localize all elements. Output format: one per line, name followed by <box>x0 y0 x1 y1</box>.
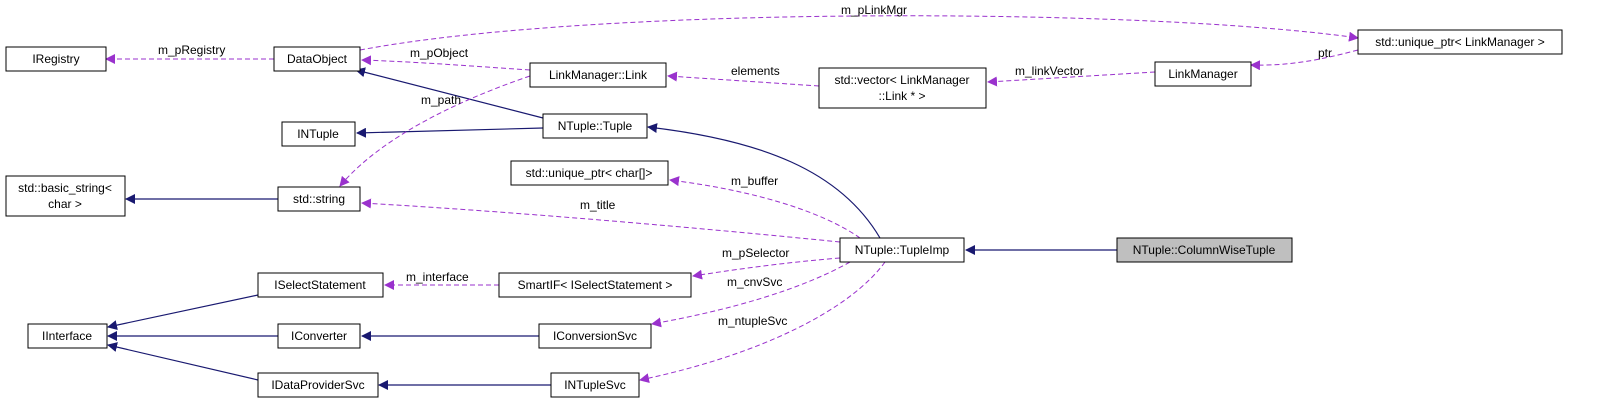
inheritance-edges <box>107 67 1117 390</box>
edge-tuple-to-intuple <box>356 127 544 138</box>
node-iselectstatement[interactable]: ISelectStatement <box>257 272 384 298</box>
node-vector-link[interactable]: std::vector< LinkManager ::Link * > <box>818 67 987 109</box>
svg-text:std::vector< LinkManager: std::vector< LinkManager <box>834 73 969 87</box>
svg-text:IRegistry: IRegistry <box>32 52 79 66</box>
edge-label-m-ntuplesvc: m_ntupleSvc <box>718 314 787 328</box>
node-ntuple-tuple[interactable]: NTuple::Tuple <box>542 113 648 139</box>
node-iregistry[interactable]: IRegistry <box>5 46 107 72</box>
edge-m-cnvsvc <box>651 261 851 328</box>
node-linkmanager[interactable]: LinkManager <box>1154 61 1252 87</box>
svg-text:std::basic_string<: std::basic_string< <box>18 181 112 195</box>
svg-text:std::unique_ptr< char[]>: std::unique_ptr< char[]> <box>526 166 653 180</box>
node-iinterface[interactable]: IInterface <box>27 323 108 349</box>
svg-text:std::string: std::string <box>293 192 345 206</box>
node-basic-string[interactable]: std::basic_string< char > <box>5 175 126 217</box>
edge-label-m-pselector: m_pSelector <box>722 246 789 260</box>
node-dataobject[interactable]: DataObject <box>273 46 361 72</box>
node-std-string[interactable]: std::string <box>277 186 361 212</box>
node-unique-ptr-char[interactable]: std::unique_ptr< char[]> <box>510 160 669 186</box>
svg-text:IConversionSvc: IConversionSvc <box>553 329 637 343</box>
edge-label-m-title: m_title <box>580 198 616 212</box>
svg-text:SmartIF< ISelectStatement >: SmartIF< ISelectStatement > <box>518 278 673 292</box>
edge-iselect-to-iinterface <box>107 294 259 331</box>
edge-tupleimp-to-tuple <box>647 123 881 239</box>
svg-text:INTuple: INTuple <box>297 127 339 141</box>
svg-text:IConverter: IConverter <box>291 329 347 343</box>
svg-text:NTuple::Tuple: NTuple::Tuple <box>558 119 633 133</box>
svg-text:std::unique_ptr< LinkManager >: std::unique_ptr< LinkManager > <box>1375 35 1544 49</box>
node-iconversionsvc[interactable]: IConversionSvc <box>538 323 652 349</box>
svg-text:ISelectStatement: ISelectStatement <box>274 278 366 292</box>
edge-label-m-interface: m_interface <box>406 270 469 284</box>
node-unique-ptr-linkmanager[interactable]: std::unique_ptr< LinkManager > <box>1357 29 1563 55</box>
edge-label-ptr: ptr <box>1318 46 1332 60</box>
edge-label-m-pobject: m_pObject <box>410 46 469 60</box>
edge-label-m-buffer: m_buffer <box>731 174 778 188</box>
svg-text:INTupleSvc: INTupleSvc <box>564 378 626 392</box>
node-ntuple-tupleimp[interactable]: NTuple::TupleImp <box>839 237 965 263</box>
edge-labels: m_pLinkMgr m_pRegistry m_pObject element… <box>158 3 1332 328</box>
node-iconverter[interactable]: IConverter <box>277 323 361 349</box>
svg-text:NTuple::TupleImp: NTuple::TupleImp <box>855 243 950 257</box>
node-linkmanager-link[interactable]: LinkManager::Link <box>529 62 667 88</box>
edge-label-m-cnvsvc: m_cnvSvc <box>727 275 782 289</box>
edge-label-m-pregistry: m_pRegistry <box>158 43 225 57</box>
svg-text:LinkManager: LinkManager <box>1168 67 1237 81</box>
edge-m-linkvector <box>987 71 1156 87</box>
edge-label-elements: elements <box>731 64 780 78</box>
edge-label-m-linkvector: m_linkVector <box>1015 64 1084 78</box>
node-idataprovidersvc[interactable]: IDataProviderSvc <box>257 372 379 398</box>
usage-edges <box>105 15 1359 384</box>
edge-tuple-to-dataobject <box>355 67 544 119</box>
node-ntuple-columnwisetuple[interactable]: NTuple::ColumnWiseTuple <box>1116 237 1293 263</box>
edge-m-pselector <box>692 257 841 280</box>
node-intuple[interactable]: INTuple <box>281 121 356 147</box>
edge-m-path <box>339 75 531 187</box>
edge-m-plinkmgr <box>359 15 1359 51</box>
svg-text:char >: char > <box>48 197 82 211</box>
edge-m-title <box>361 198 841 243</box>
svg-text:IInterface: IInterface <box>42 329 92 343</box>
node-intuplesvc[interactable]: INTupleSvc <box>550 372 640 398</box>
svg-text:::Link * >: ::Link * > <box>878 89 925 103</box>
edge-label-m-path: m_path <box>421 93 461 107</box>
edge-m-pobject <box>361 55 531 71</box>
node-smartif[interactable]: SmartIF< ISelectStatement > <box>498 272 692 298</box>
svg-text:DataObject: DataObject <box>287 52 348 66</box>
svg-text:NTuple::ColumnWiseTuple: NTuple::ColumnWiseTuple <box>1133 243 1276 257</box>
edge-elements <box>667 71 820 87</box>
edge-ptr <box>1250 49 1359 71</box>
edge-m-buffer <box>669 176 861 239</box>
svg-text:IDataProviderSvc: IDataProviderSvc <box>271 378 364 392</box>
edge-idataprovider-to-iinterface <box>107 342 259 381</box>
svg-text:LinkManager::Link: LinkManager::Link <box>549 68 648 82</box>
edge-label-m-plinkmgr: m_pLinkMgr <box>841 3 907 17</box>
edge-m-ntuplesvc <box>639 261 886 384</box>
